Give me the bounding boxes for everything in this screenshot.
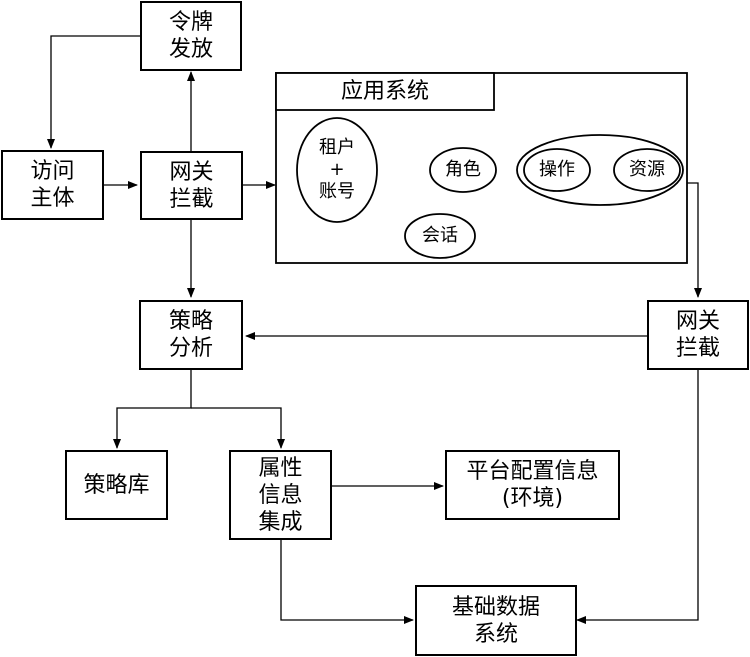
operation-ellipse: [523, 148, 591, 192]
plus-label: +: [329, 159, 345, 180]
platform-config-line-2: (环境): [501, 486, 564, 511]
session-node: 会话: [422, 225, 458, 246]
gateway-intercept-box: 网关 拦截: [140, 151, 243, 220]
access-subject-line-1: 访问: [30, 159, 75, 184]
attribute-integration-line-1: 属性: [258, 455, 303, 481]
account-label: 账号: [319, 181, 355, 202]
arrow-token-to-subject: [47, 35, 140, 149]
base-data-system-line-1: 基础数据: [451, 594, 540, 620]
policy-store-box: 策略库: [65, 450, 168, 520]
gateway-intercept-line-2: 拦截: [169, 186, 214, 212]
session-ellipse: [404, 213, 476, 259]
application-system-title: 应用系统: [340, 78, 429, 104]
policy-analysis-box: 策略 分析: [139, 300, 243, 370]
attribute-integration-box: 属性 信息 集成: [229, 450, 332, 540]
gateway-intercept-right-line-2: 拦截: [675, 336, 720, 361]
token-issue-box: 令牌 发放: [140, 1, 242, 71]
role-ellipse: [429, 147, 497, 193]
arrow-attr-to-base: [280, 540, 414, 624]
tenant-label: 租户: [319, 137, 355, 158]
gateway-intercept-right-line-1: 网关: [675, 309, 720, 334]
arrow-policy-to-attr: [191, 407, 285, 449]
resource-node: 资源: [629, 159, 665, 180]
policy-analysis-line-1: 策略: [168, 309, 213, 334]
arrow-policy-to-store: [113, 370, 192, 449]
tenant-account-node: 租户 + 账号: [297, 118, 377, 222]
arrow-app-to-gateway-right: [687, 182, 702, 298]
access-subject-box: 访问 主体: [1, 150, 104, 220]
token-issue-line-1: 令牌: [168, 10, 213, 35]
attribute-integration-line-2: 信息: [258, 482, 303, 508]
base-data-system-box: 基础数据 系统: [415, 585, 577, 656]
gateway-intercept-right-box: 网关 拦截: [647, 300, 749, 370]
arrow-gateway-right-to-base: [576, 370, 699, 624]
resource-ellipse: [613, 148, 681, 192]
platform-config-box: 平台配置信息 (环境): [445, 450, 620, 520]
platform-config-line-1: 平台配置信息: [466, 459, 599, 484]
access-subject-line-2: 主体: [30, 186, 75, 211]
attribute-integration-line-3: 集成: [258, 509, 303, 535]
tenant-account-ellipse: [296, 117, 378, 223]
role-node: 角色: [445, 159, 481, 180]
application-system-title-tab: [275, 72, 495, 111]
token-issue-line-2: 发放: [168, 37, 213, 62]
base-data-system-line-2: 系统: [473, 621, 518, 647]
policy-analysis-line-2: 分析: [168, 336, 213, 361]
operation-node: 操作: [539, 159, 575, 180]
gateway-intercept-line-1: 网关: [169, 159, 214, 185]
